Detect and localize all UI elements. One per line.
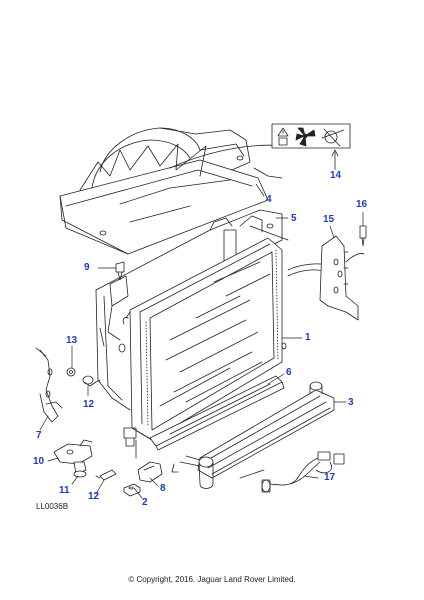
grommet-drawing — [66, 367, 76, 377]
callout-3[interactable]: 3 — [348, 397, 354, 408]
callout-14[interactable]: 14 — [330, 170, 342, 181]
callout-12-upper[interactable]: 12 — [83, 399, 95, 410]
callout-15[interactable]: 15 — [323, 214, 335, 225]
callout-10[interactable]: 10 — [33, 456, 45, 467]
clip-drawing — [359, 225, 367, 247]
left-bracket-drawing — [35, 347, 63, 423]
screw-upper-drawing — [82, 375, 101, 387]
callout-16[interactable]: 16 — [356, 199, 368, 210]
warning-label-drawing — [271, 123, 351, 167]
mounting-rubber-drawing — [115, 261, 125, 281]
radiator-core-drawing — [122, 237, 283, 459]
callout-6[interactable]: 6 — [286, 367, 292, 378]
callout-12-lower[interactable]: 12 — [88, 491, 100, 502]
seal-strip-drawing — [149, 375, 285, 451]
leader-lines — [39, 165, 364, 499]
bracket-clip-drawing — [137, 461, 163, 483]
sensor-harness-drawing — [239, 451, 345, 493]
lower-mount-drawing — [53, 439, 93, 465]
lower-grommet-drawing — [73, 461, 87, 478]
callout-11[interactable]: 11 — [59, 485, 70, 496]
bracket-drawing — [319, 235, 365, 321]
oil-cooler-drawing — [171, 381, 335, 489]
callout-17[interactable]: 17 — [324, 472, 336, 483]
callout-8[interactable]: 8 — [160, 483, 166, 494]
callout-2[interactable]: 2 — [142, 497, 148, 508]
diagram-reference-code: LL0036B — [36, 502, 69, 511]
callout-4[interactable]: 4 — [266, 194, 272, 205]
callout-9[interactable]: 9 — [84, 262, 90, 273]
nut-drawing — [123, 483, 141, 497]
callout-5[interactable]: 5 — [291, 213, 297, 224]
fan-cowl-drawing — [59, 127, 301, 255]
callout-7[interactable]: 7 — [36, 430, 42, 441]
screw-lower-drawing — [95, 469, 117, 481]
callout-13[interactable]: 13 — [66, 335, 78, 346]
callout-1[interactable]: 1 — [305, 332, 311, 343]
copyright-notice: © Copyright, 2016. Jaguar Land Rover Lim… — [128, 575, 296, 584]
radiator-shroud-drawing — [95, 209, 331, 411]
